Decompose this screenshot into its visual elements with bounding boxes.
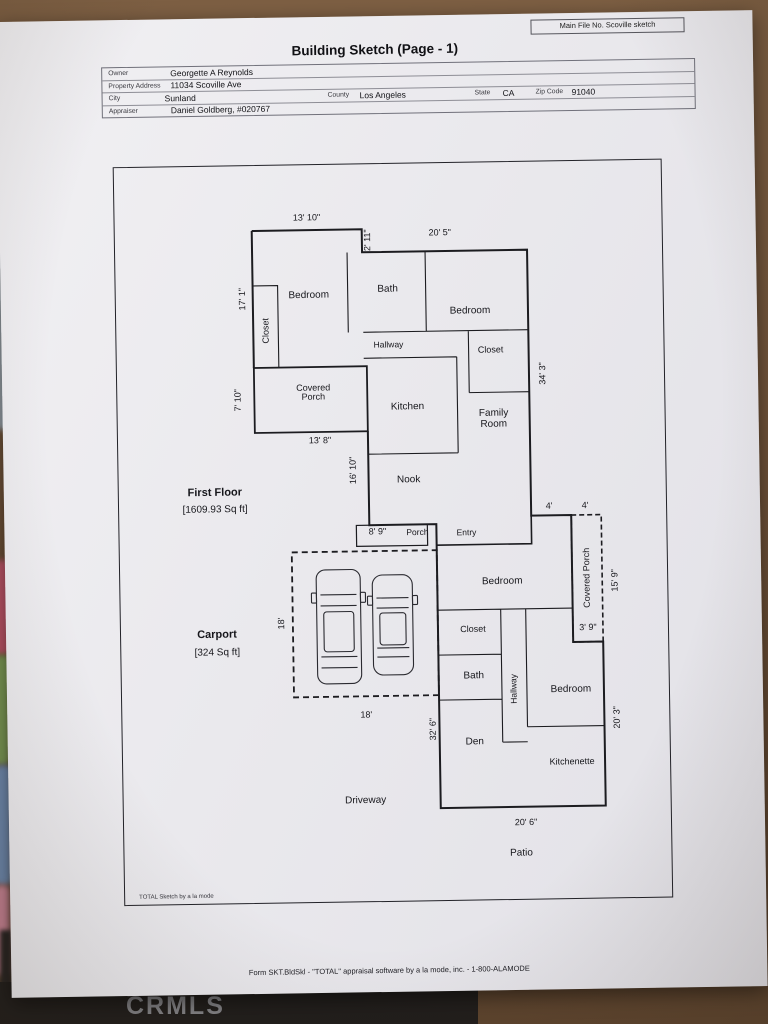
city-value: Sunland — [164, 92, 196, 104]
property-info-table: Owner Georgette A Reynolds Property Addr… — [101, 58, 696, 119]
dim-3-9: 3' 9" — [579, 621, 597, 633]
zip-value: 91040 — [571, 86, 596, 97]
property-address-value: 11034 Scoville Ave — [170, 79, 242, 91]
form-footer: Form SKT.BldSkl - "TOTAL" appraisal soft… — [248, 963, 530, 978]
dim-18-b: 18' — [360, 709, 373, 720]
city-label: City — [108, 95, 121, 103]
interior-walls-wing — [437, 607, 605, 743]
owner-value: Georgette A Reynolds — [170, 66, 253, 79]
background-object — [0, 655, 10, 765]
wall-entry — [436, 515, 533, 546]
car-icon-2 — [366, 574, 419, 676]
carport-label: Carport — [197, 628, 237, 642]
room-label-bedroom-1: Bedroom — [288, 289, 330, 302]
room-label-hallway-1: Hallway — [373, 339, 404, 350]
room-label-driveway: Driveway — [345, 794, 387, 807]
state-value: CA — [502, 87, 515, 98]
dim-20-5: 20' 5" — [428, 227, 452, 238]
appraiser-label: Appraiser — [108, 107, 138, 115]
wall-left-upper — [250, 230, 255, 369]
room-label-bedroom-4: Bedroom — [550, 683, 592, 696]
covered-porch-upper-box — [252, 365, 369, 434]
dim-13-8: 13' 8" — [308, 435, 332, 446]
dim-17-1: 17' 1" — [236, 287, 248, 311]
room-label-den: Den — [465, 736, 485, 748]
dim-15-9: 15' 9" — [609, 569, 620, 592]
room-label-porch-1: Porch — [406, 526, 429, 538]
dim-32-6: 32' 6" — [427, 717, 439, 741]
room-label-closet-3: Closet — [460, 623, 486, 635]
room-label-bath-1: Bath — [377, 283, 398, 295]
room-label-closet-2: Closet — [477, 344, 504, 355]
dim-4-a: 4' — [545, 500, 553, 511]
room-label-kitchenette: Kitchenette — [549, 755, 595, 767]
room-label-family-room: Family Room — [478, 407, 509, 430]
wall-closet-upper — [252, 285, 280, 368]
carport-area: [324 Sq ft] — [194, 646, 241, 659]
dim-4-b: 4' — [581, 500, 589, 511]
car-icon-1 — [310, 568, 367, 685]
state-label: State — [474, 89, 491, 97]
dim-18-a: 18' — [276, 617, 287, 630]
dim-8-9: 8' 9" — [368, 526, 387, 537]
dim-34-3: 34' 3" — [537, 362, 548, 385]
document-page: Main File No. Scoville sketch Building S… — [0, 10, 768, 998]
room-label-closet-1: Closet — [260, 317, 271, 344]
room-label-patio: Patio — [510, 847, 533, 859]
dim-20-3: 20' 3" — [611, 706, 622, 729]
room-label-bedroom-2: Bedroom — [449, 305, 491, 317]
first-floor-label: First Floor — [187, 486, 243, 500]
carport-dashed-box — [290, 549, 440, 699]
room-label-bath-2: Bath — [463, 670, 485, 682]
county-value: Los Angeles — [359, 89, 406, 101]
dim-13-10: 13' 10" — [292, 212, 321, 223]
zip-label: Zip Code — [535, 88, 564, 96]
covered-porch-right-dashed — [570, 513, 605, 643]
dim-20-6: 20' 6" — [514, 816, 538, 828]
room-label-bedroom-3: Bedroom — [481, 575, 523, 588]
appraiser-value: Daniel Goldberg, #020767 — [170, 103, 271, 116]
crmls-watermark: CRMLS — [126, 992, 225, 1020]
first-floor-area: [1609.93 Sq ft] — [182, 503, 248, 516]
dim-2-11: 2' 11" — [361, 229, 373, 252]
porch-box — [355, 523, 429, 548]
floorplan-sketch-area: Bedroom Bath Bedroom Hallway Closet Clos… — [112, 158, 674, 907]
room-label-kitchen: Kitchen — [390, 401, 425, 413]
property-address-label: Property Address — [108, 82, 161, 90]
dim-16-10: 16' 10" — [347, 456, 358, 485]
room-label-covered-porch-2: Covered Porch — [580, 547, 592, 608]
room-label-hallway-2: Hallway — [508, 673, 519, 704]
room-label-covered-porch-1: Covered Porch — [296, 382, 331, 403]
room-label-nook: Nook — [396, 474, 421, 486]
owner-label: Owner — [108, 70, 129, 78]
dim-7-10: 7' 10" — [232, 388, 243, 412]
sketch-credit: TOTAL Sketch by a la mode — [139, 893, 214, 901]
county-label: County — [327, 91, 350, 100]
room-label-entry: Entry — [456, 527, 477, 538]
file-no-box: Main File No. Scoville sketch — [530, 17, 685, 35]
floorplan-drawing — [250, 228, 607, 810]
interior-walls-upper — [346, 251, 530, 455]
